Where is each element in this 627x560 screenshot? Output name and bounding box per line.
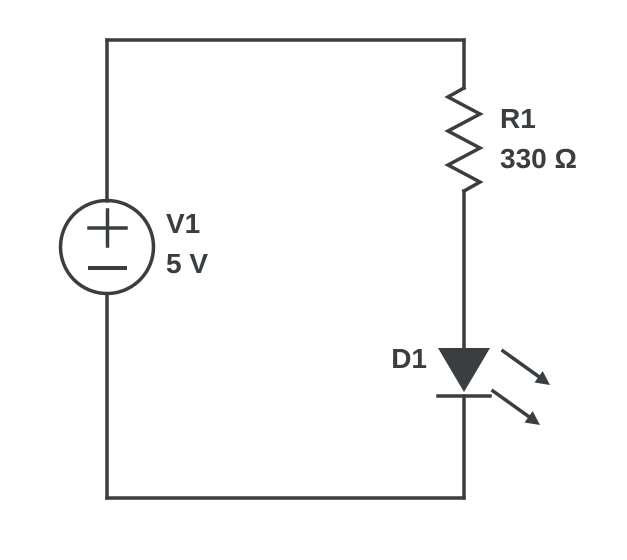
led-emission-arrow (490, 388, 531, 419)
led-emission-arrowhead-icon (534, 371, 550, 385)
voltage-source-symbol (58, 198, 156, 296)
resistor-ref-label: R1 (500, 103, 536, 134)
resistor-symbol (444, 85, 484, 194)
led-ref-label: D1 (391, 343, 427, 374)
resistor-value-label: 330 Ω (500, 143, 577, 174)
led-emission-arrow (500, 348, 541, 379)
led-triangle-symbol (438, 348, 490, 392)
voltage-source-value-label: 5 V (166, 248, 208, 279)
led-emission-arrowhead-icon (524, 411, 540, 425)
voltage-source-ref-label: V1 (166, 208, 200, 239)
